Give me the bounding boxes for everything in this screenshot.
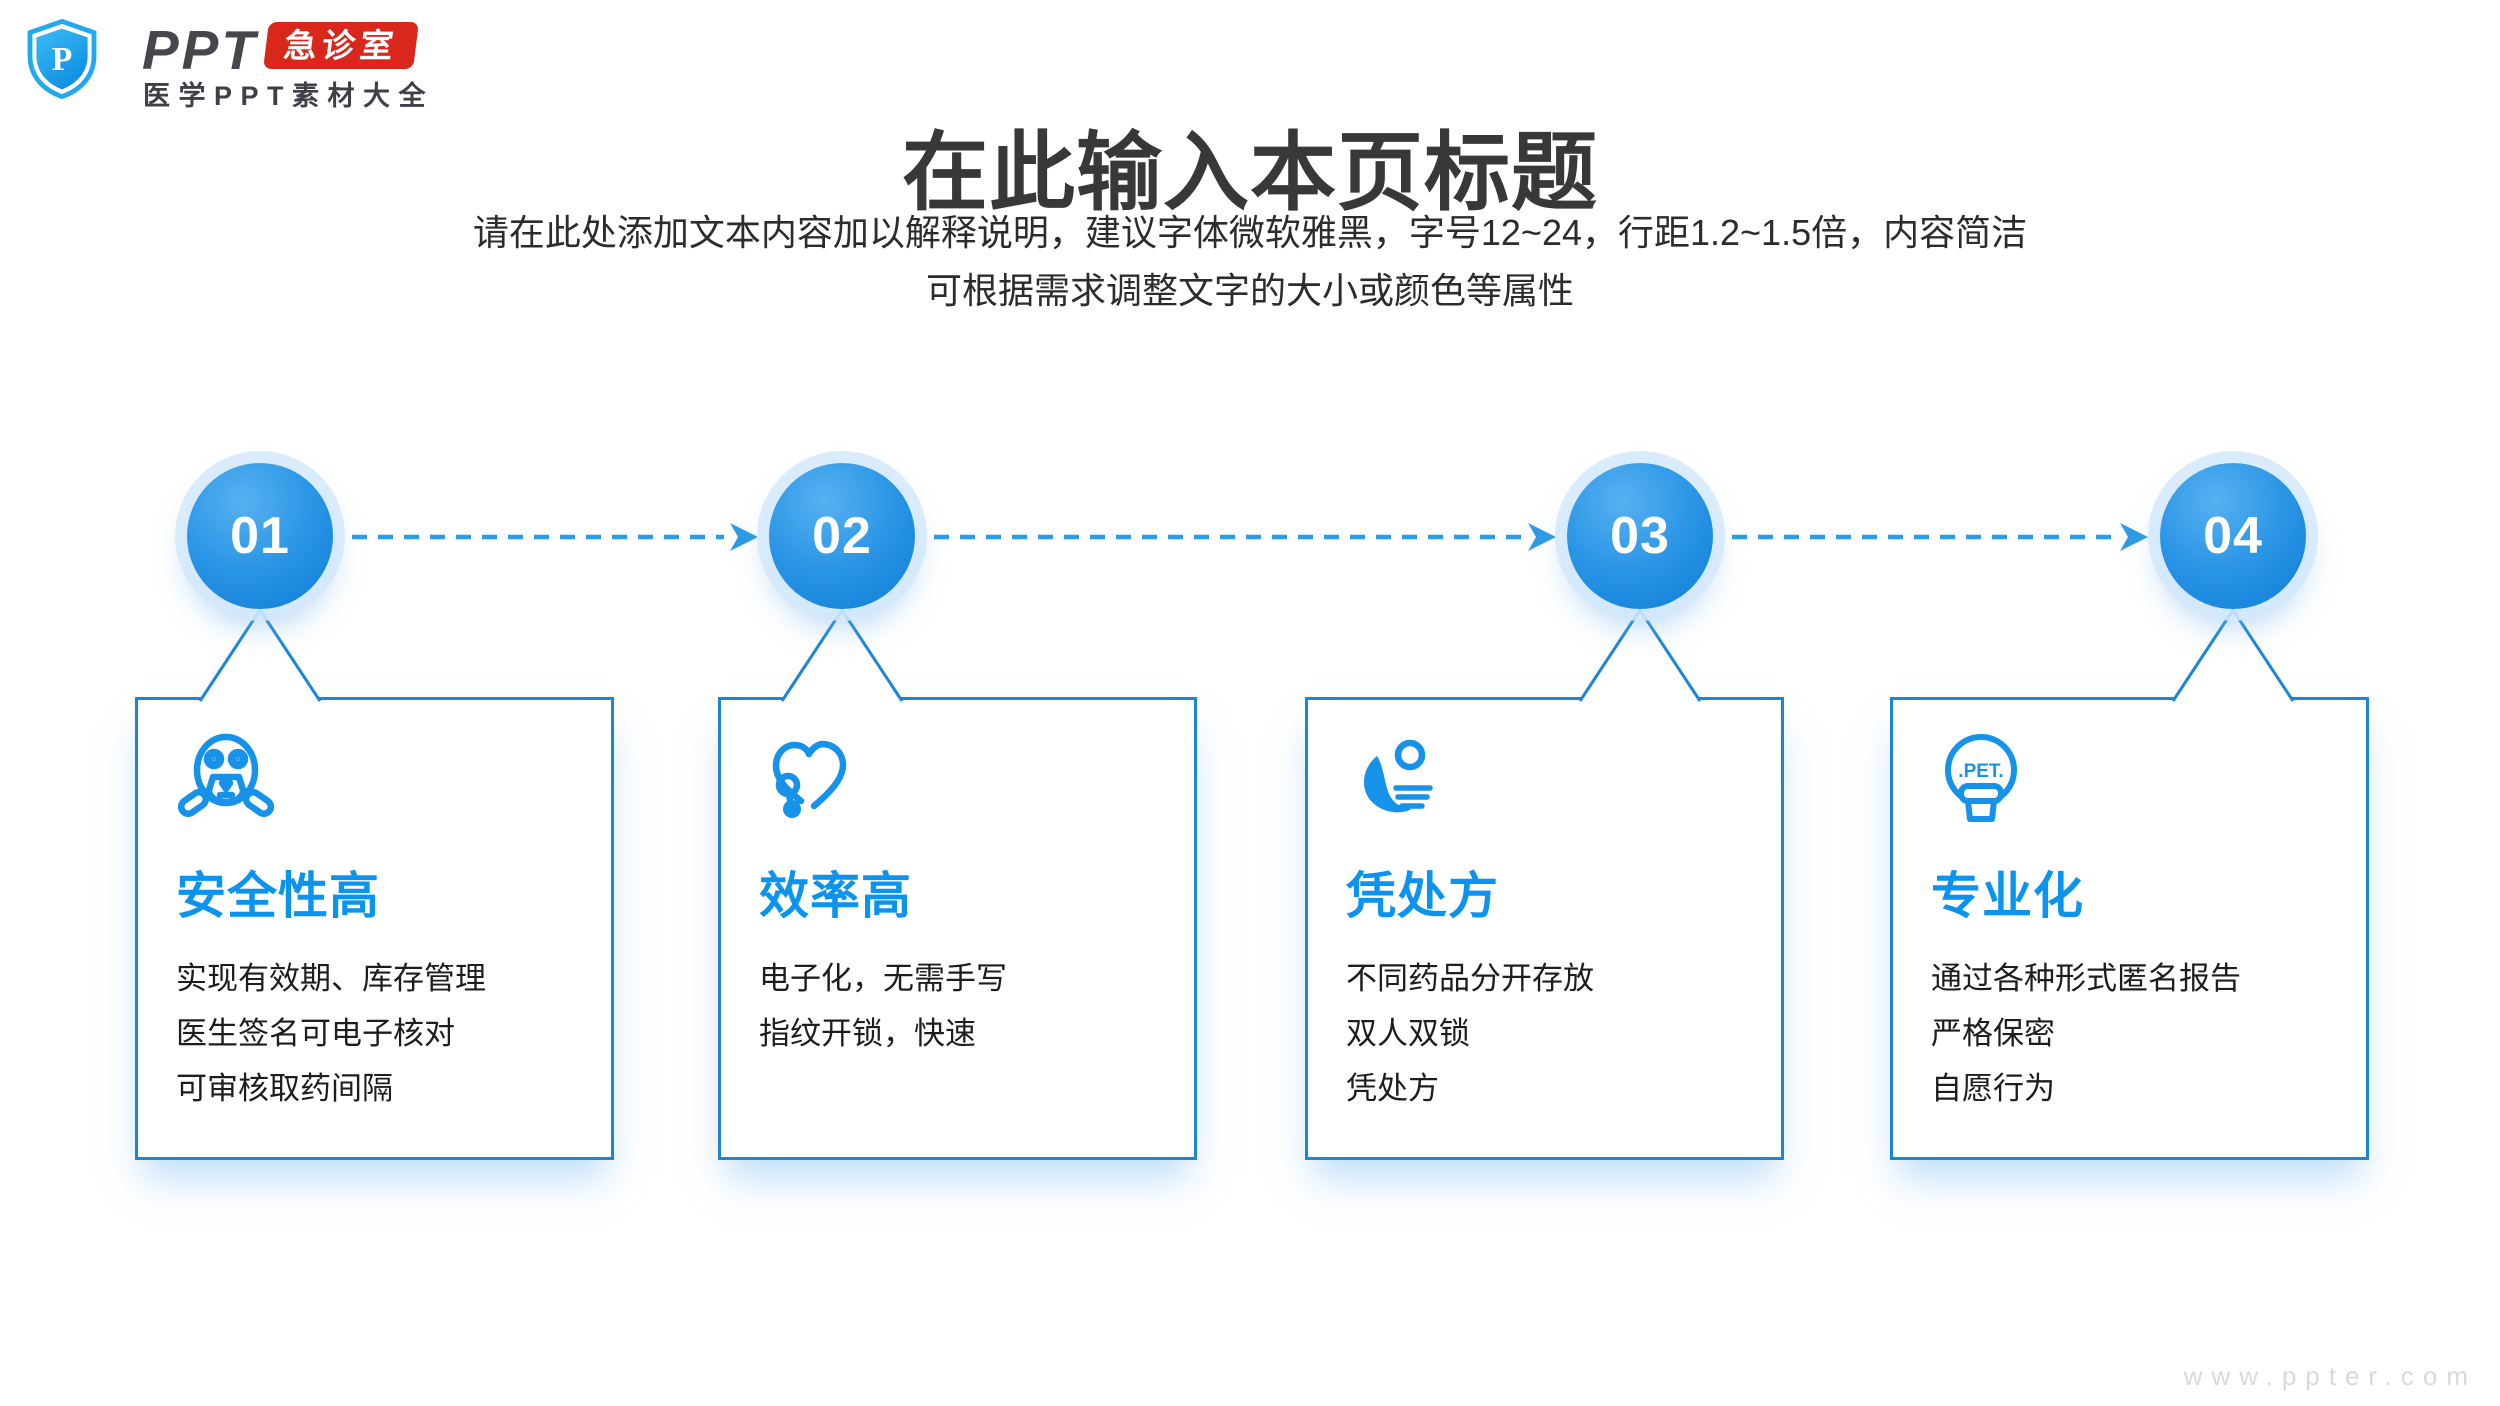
step-body: 通过各种形式匿名报告 严格保密 自愿行为 xyxy=(1931,952,2330,1117)
step-body: 实现有效期、库存管理 医生签名可电子核对 可审核取药间隔 xyxy=(176,952,575,1117)
step-line: 实现有效期、库存管理 xyxy=(176,961,486,996)
dashed-arrow xyxy=(352,523,758,551)
step-heading: 凭处方 xyxy=(1346,868,1499,924)
step-number-badge: 01 xyxy=(187,463,333,609)
shield-icon: P xyxy=(27,18,97,100)
step-line: 严格保密 xyxy=(1931,1015,2055,1051)
brand-logo: P PPT 急诊室 医学PPT素材大全 xyxy=(22,16,442,111)
step-number: 02 xyxy=(812,507,872,565)
step-card-3: 凭处方 不同药品分开存放 双人双锁 凭处方 xyxy=(1305,697,1784,1160)
step-number: 01 xyxy=(230,507,290,565)
logo-text: PPT xyxy=(142,19,258,81)
step-number: 03 xyxy=(1610,507,1670,565)
step-number-badge: 04 xyxy=(2160,463,2306,609)
step-line: 凭处方 xyxy=(1346,1070,1439,1106)
logo-badge: 急诊室 xyxy=(263,22,419,69)
card-pointer xyxy=(780,607,904,702)
step-heading: 效率高 xyxy=(759,868,912,924)
gas-mask-icon xyxy=(176,728,276,828)
dashed-arrow xyxy=(934,523,1556,551)
card-pointer xyxy=(198,607,322,702)
card-pointer xyxy=(2171,607,2295,702)
logo-tagline: 医学PPT素材大全 xyxy=(143,81,435,111)
page-subtitle: 请在此处添加文本内容加以解释说明，建议字体微软雅黑，字号12~24，行距1.2~… xyxy=(0,204,2500,321)
card-pointer xyxy=(1578,607,1702,702)
page-title: 在此输入本页标题 xyxy=(902,124,1598,221)
step-line: 医生签名可电子核对 xyxy=(176,1015,455,1051)
step-body: 电子化，无需手写 指纹开锁，快速 xyxy=(759,952,1158,1062)
step-card-4: .PET. 专业化 通过各种形式匿名报告 严格保密 自愿行为 xyxy=(1890,697,2369,1160)
watermark: www.ppter.com xyxy=(2183,1361,2477,1391)
step-number-badge: 02 xyxy=(769,463,915,609)
step-body: 不同药品分开存放 双人双锁 凭处方 xyxy=(1346,952,1745,1117)
step-line: 自愿行为 xyxy=(1931,1070,2055,1106)
step-card-2: 效率高 电子化，无需手写 指纹开锁，快速 xyxy=(718,697,1197,1160)
step-line: 通过各种形式匿名报告 xyxy=(1931,961,2241,996)
step-heading: 专业化 xyxy=(1931,868,2084,924)
hand-care-icon xyxy=(1346,728,1446,828)
step-line: 电子化，无需手写 xyxy=(759,961,1007,996)
step-line: 指纹开锁，快速 xyxy=(759,1015,976,1051)
step-line: 可审核取药间隔 xyxy=(176,1070,393,1106)
step-line: 不同药品分开存放 xyxy=(1346,961,1594,996)
step-heading: 安全性高 xyxy=(176,868,380,924)
step-number-badge: 03 xyxy=(1567,463,1713,609)
step-card-1: 安全性高 实现有效期、库存管理 医生签名可电子核对 可审核取药间隔 xyxy=(135,697,614,1160)
pet-scanner-icon: .PET. xyxy=(1931,728,2031,828)
subtitle-line-1: 请在此处添加文本内容加以解释说明，建议字体微软雅黑，字号12~24，行距1.2~… xyxy=(472,212,2028,253)
dashed-arrow xyxy=(1732,523,2148,551)
step-line: 双人双锁 xyxy=(1346,1015,1470,1051)
pet-scanner-label: .PET. xyxy=(1958,761,2003,782)
step-number: 04 xyxy=(2203,507,2263,565)
heart-stethoscope-icon xyxy=(759,728,859,828)
shield-letter: P xyxy=(52,41,73,78)
subtitle-line-2: 可根据需求调整文字的大小或颜色等属性 xyxy=(925,270,1574,312)
